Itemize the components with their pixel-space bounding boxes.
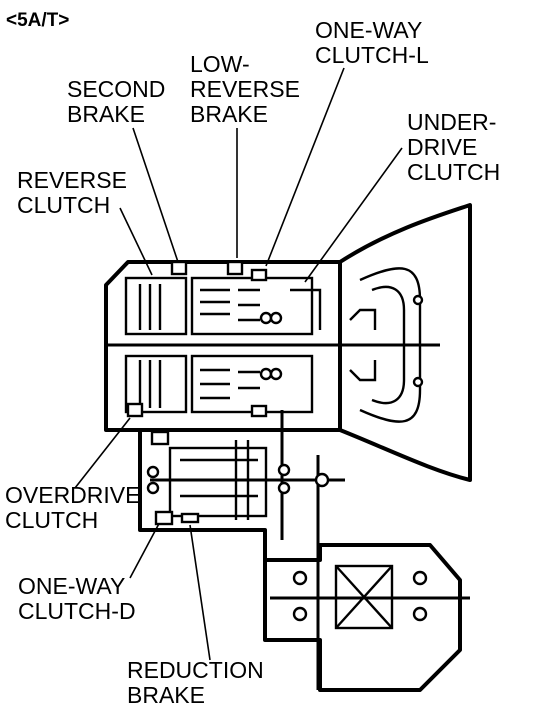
label-overdrive-clutch: OVERDRIVE CLUTCH (5, 482, 140, 533)
differential (292, 564, 428, 630)
svg-text:ONE-WAY: ONE-WAY (315, 17, 422, 43)
svg-text:UNDER-: UNDER- (407, 109, 496, 135)
lower-gear-set (146, 430, 330, 526)
leader-one-way-clutch-l (265, 67, 345, 267)
label-reduction-brake: REDUCTION BRAKE (127, 657, 264, 708)
svg-text:CLUTCH: CLUTCH (5, 507, 98, 533)
label-second-brake: SECOND BRAKE (67, 76, 165, 127)
middle-clutch-assembly (124, 354, 314, 418)
leader-second-brake (132, 127, 179, 263)
svg-text:CLUTCH-D: CLUTCH-D (18, 598, 136, 624)
label-one-way-clutch-l: ONE-WAY CLUTCH-L (315, 17, 429, 68)
svg-text:BRAKE: BRAKE (190, 101, 268, 127)
svg-text:ONE-WAY: ONE-WAY (18, 573, 125, 599)
svg-text:CLUTCH: CLUTCH (17, 192, 110, 218)
svg-text:REVERSE: REVERSE (190, 76, 300, 102)
svg-text:CLUTCH: CLUTCH (407, 159, 500, 185)
torque-converter (349, 267, 424, 423)
leader-underdrive-clutch (304, 147, 403, 283)
label-low-reverse-brake: LOW- REVERSE BRAKE (190, 51, 300, 127)
svg-text:OVERDRIVE: OVERDRIVE (5, 482, 140, 508)
svg-text:SECOND: SECOND (67, 76, 165, 102)
svg-text:BRAKE: BRAKE (127, 682, 205, 708)
label-underdrive-clutch: UNDER- DRIVE CLUTCH (407, 109, 500, 185)
leader-reduction-brake (189, 524, 211, 661)
svg-text:DRIVE: DRIVE (407, 134, 477, 160)
svg-text:REVERSE: REVERSE (17, 167, 127, 193)
leader-one-way-clutch-d (129, 517, 163, 579)
svg-text:CLUTCH-L: CLUTCH-L (315, 42, 429, 68)
upper-clutch-assembly (124, 260, 322, 336)
svg-text:BRAKE: BRAKE (67, 101, 145, 127)
svg-text:LOW-: LOW- (190, 51, 250, 77)
leader-lines (74, 67, 403, 661)
label-one-way-clutch-d: ONE-WAY CLUTCH-D (18, 573, 136, 624)
diagram-title: <5A/T> (6, 10, 69, 31)
svg-text:REDUCTION: REDUCTION (127, 657, 264, 683)
label-reverse-clutch: REVERSE CLUTCH (17, 167, 127, 218)
